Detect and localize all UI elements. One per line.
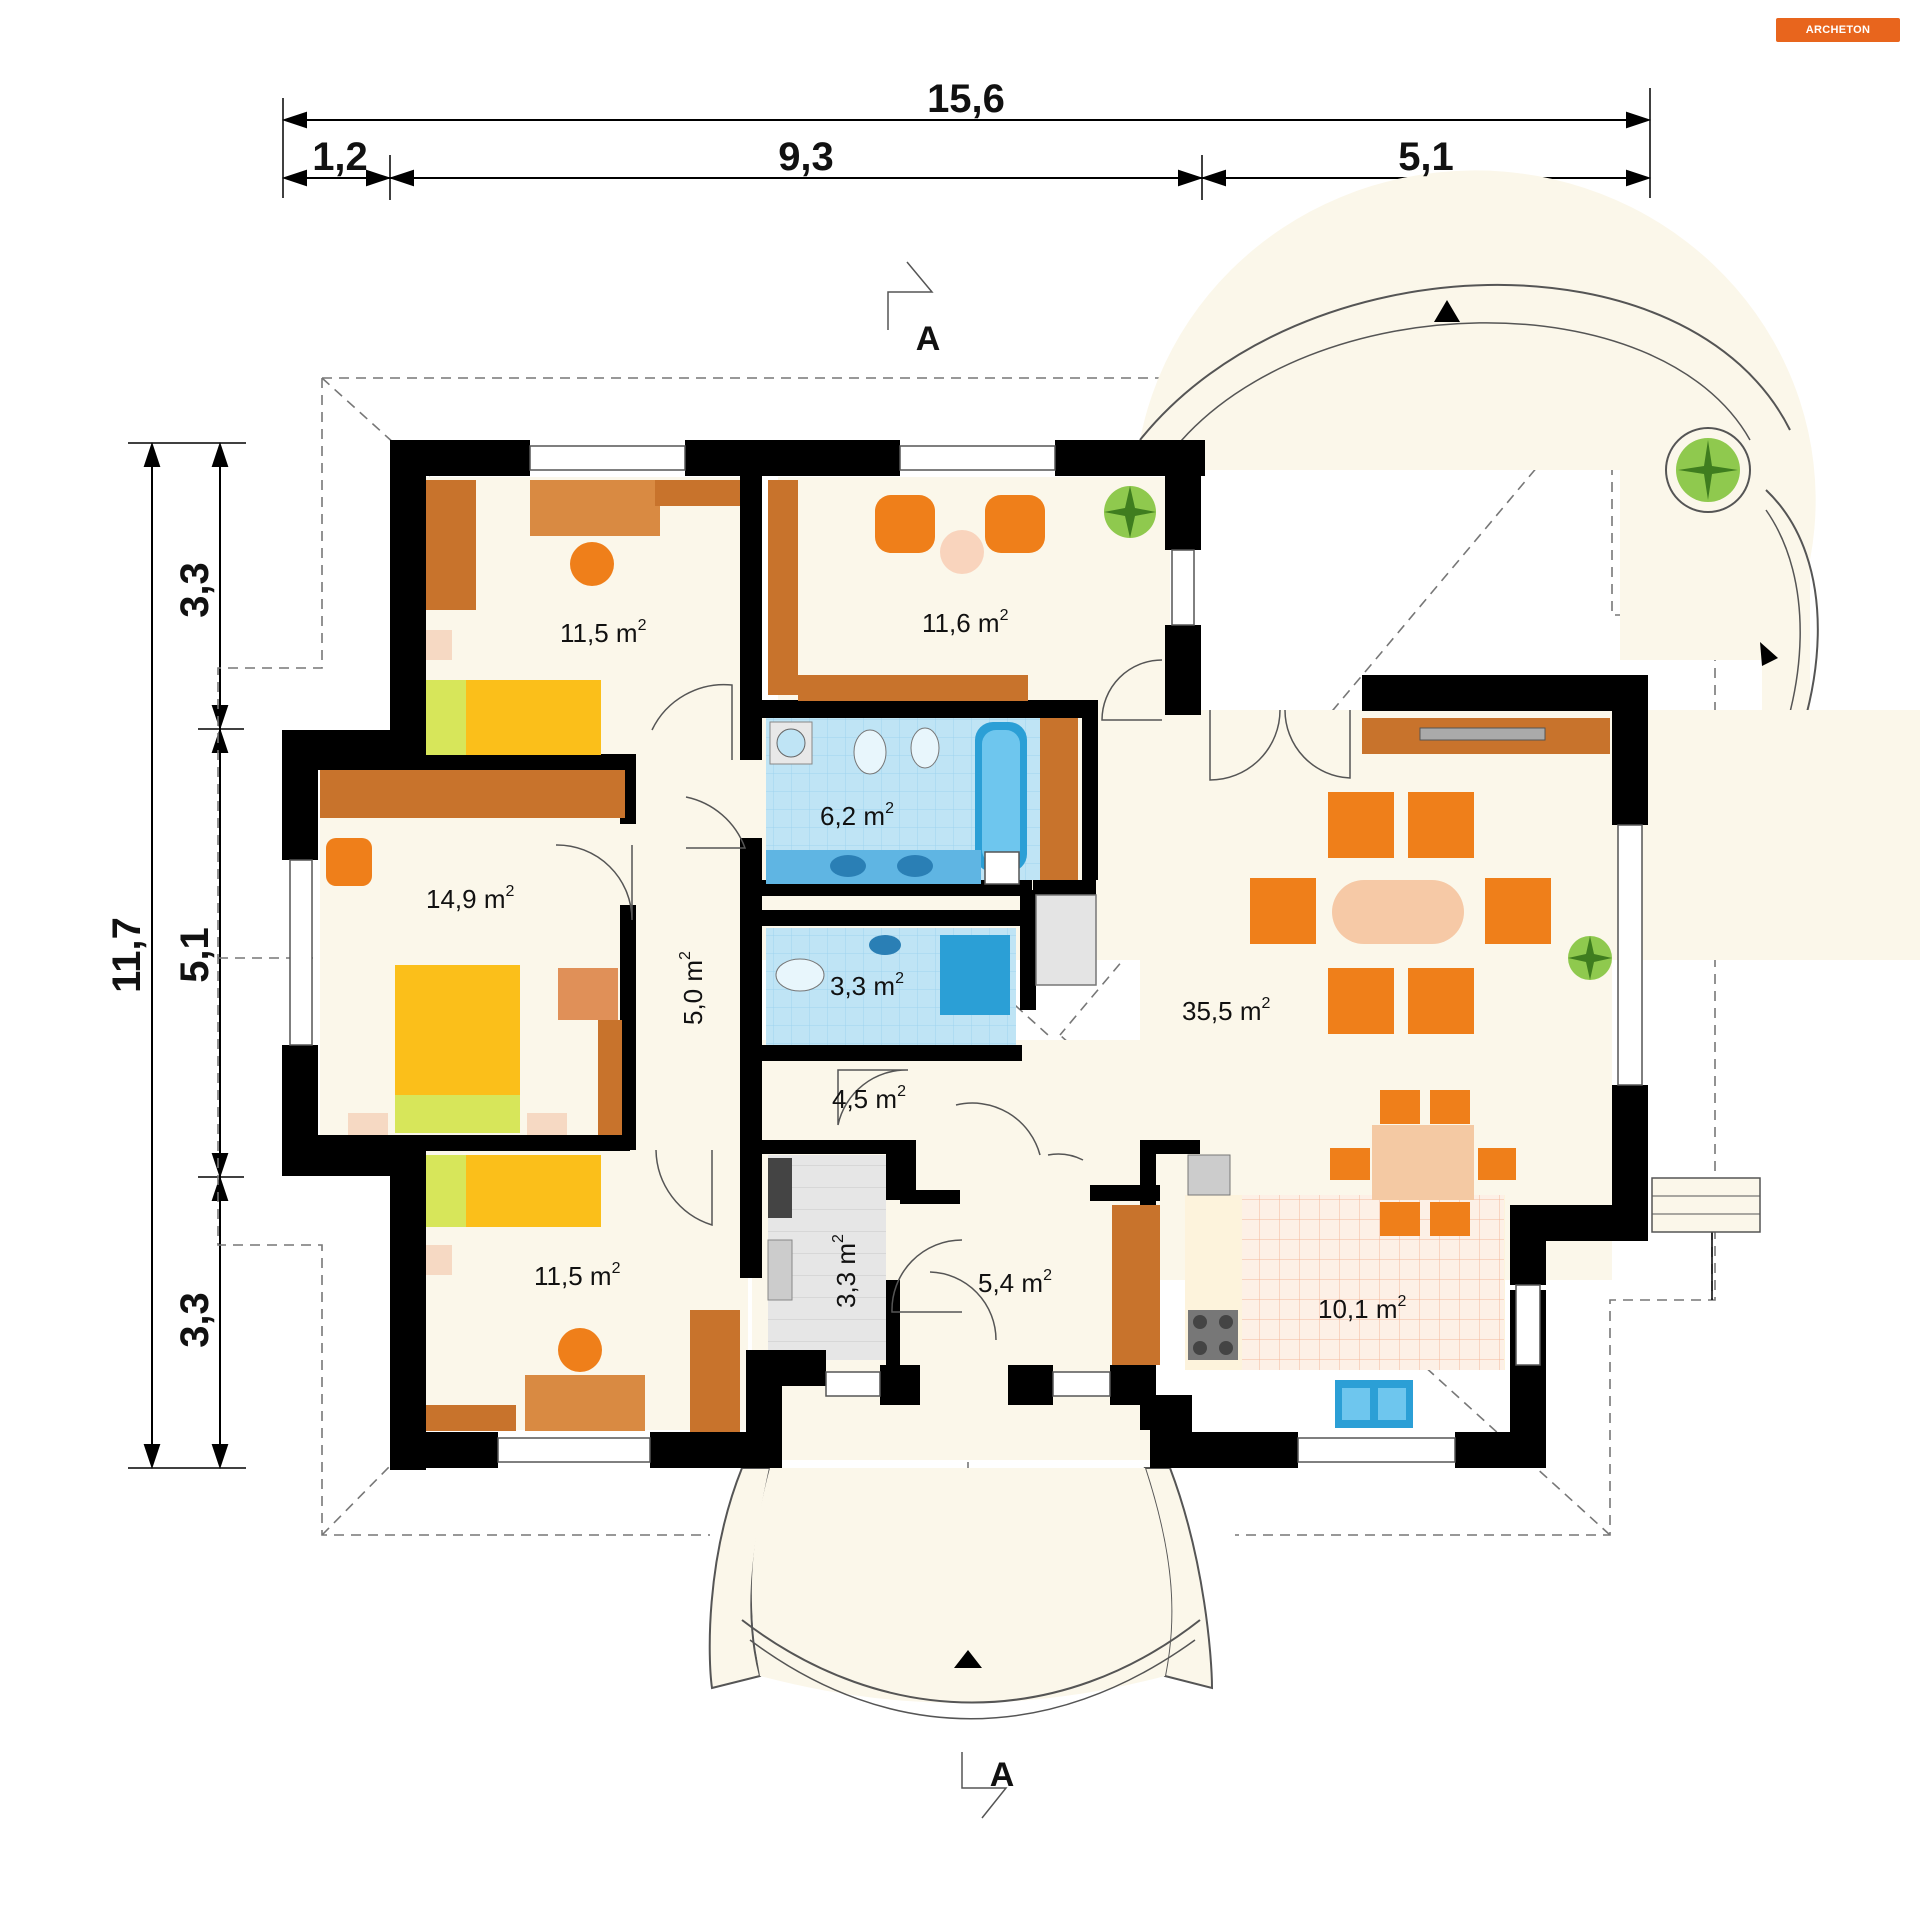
room-area-label: 6,2 m2 [820, 800, 894, 831]
toilet-icon [853, 729, 887, 775]
width-segment-1-label: 1,2 [312, 135, 368, 179]
coffee-table-icon [940, 530, 984, 574]
section-label-bottom: A [990, 1756, 1015, 1794]
plant-icon [1104, 486, 1156, 538]
front-porch [708, 1467, 1214, 1720]
furniture [320, 480, 1612, 1432]
depth-segment-1-label: 3,3 [173, 562, 217, 618]
armchair-icon [1250, 878, 1316, 944]
shower-icon [940, 935, 1010, 1015]
windows [289, 445, 1643, 1463]
walls [282, 440, 1648, 1470]
section-marker-top [887, 261, 934, 330]
planter-icon [1665, 427, 1751, 513]
room-area-label: 5,0 m2 [677, 951, 708, 1025]
coffee-table-icon [1332, 880, 1464, 944]
entry-arrow-icon [1434, 300, 1460, 322]
room-area-label: 3,3 m2 [830, 1234, 861, 1308]
overall-depth-label: 11,7 [105, 917, 149, 993]
office-chair-icon [570, 542, 614, 586]
depth-segment-2-label: 5,1 [173, 927, 217, 983]
archeton-logo: ARCHETON [1776, 18, 1900, 42]
width-segment-3-label: 5,1 [1398, 135, 1454, 179]
sink-icon [897, 855, 933, 877]
armchair-icon [875, 495, 935, 553]
armchair-icon [985, 495, 1045, 553]
bidet-icon [910, 727, 940, 769]
front-entry-arrow-icon [954, 1650, 982, 1668]
room-area-label: 14,9 m2 [426, 883, 515, 914]
rear-terrace [1139, 170, 1819, 1300]
armchair-icon [1485, 878, 1551, 944]
room-area-label: 35,5 m2 [1182, 995, 1271, 1026]
room-area-label: 10,1 m2 [1318, 1293, 1407, 1324]
armchair-icon [1328, 792, 1394, 858]
room-area-label: 11,6 m2 [922, 607, 1009, 638]
armchair-icon [1328, 968, 1394, 1034]
sink-icon [869, 935, 901, 955]
double-bed-icon [395, 965, 520, 1105]
plant-icon [1568, 936, 1612, 980]
armchair-icon [1408, 792, 1474, 858]
room-area-label: 11,5 m2 [534, 1260, 621, 1291]
overall-width-label: 15,6 [927, 77, 1005, 121]
section-marker-bottom [961, 1752, 1008, 1819]
room-area-label: 11,5 m2 [560, 617, 647, 648]
room-area-label: 5,4 m2 [978, 1267, 1052, 1298]
armchair-icon [326, 838, 372, 886]
dimension-lines [128, 88, 1652, 1470]
room-area-label: 4,5 m2 [832, 1083, 906, 1114]
door-swings [555, 659, 1351, 1341]
sink-icon [830, 855, 866, 877]
office-chair-icon [558, 1328, 602, 1372]
armchair-icon [1408, 968, 1474, 1034]
dining-table-icon [1372, 1125, 1474, 1200]
section-label-top: A [916, 320, 941, 358]
depth-segment-3-label: 3,3 [173, 1292, 217, 1348]
toilet-icon [775, 958, 825, 992]
room-area-label: 3,3 m2 [830, 970, 904, 1001]
width-segment-2-label: 9,3 [778, 135, 834, 179]
